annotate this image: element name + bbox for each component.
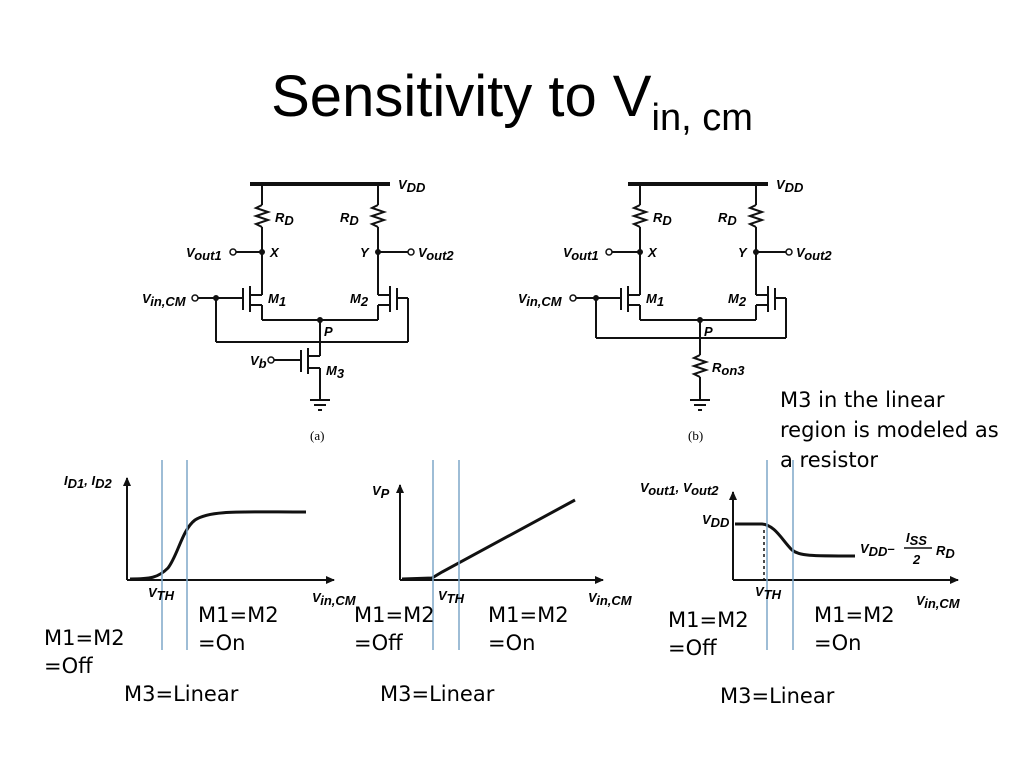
- slide-title: Sensitivity to Vin, cm: [0, 62, 1024, 153]
- m1-label-b: M1: [646, 291, 664, 309]
- transfer-graphs: ID1, ID2 VTH Vin,CM VP VTH Vin,CM Vout1,…: [64, 460, 961, 650]
- m2-label-b: M2: [728, 291, 747, 309]
- title-subscript: in, cm: [651, 97, 753, 139]
- g1-vth-label: VTH: [148, 585, 175, 603]
- vdd-label-a: VDD: [398, 177, 426, 195]
- g1-linear-annotation: M3=Linear: [124, 682, 239, 706]
- rd-label-b-left: RD: [653, 210, 672, 228]
- rd-label-a-left: RD: [275, 210, 294, 228]
- vout2-label-b: Vout2: [796, 245, 832, 263]
- m2-label-a: M2: [350, 291, 369, 309]
- caption-a: (a): [310, 428, 324, 443]
- vin-label-a: Vin,CM: [142, 291, 187, 309]
- g2-linear-annotation: M3=Linear: [380, 682, 495, 706]
- g3-vth-label: VTH: [755, 584, 782, 602]
- g1-xlabel: Vin,CM: [312, 590, 357, 608]
- g2-vth-label: VTH: [438, 588, 465, 606]
- g1-ylabel: ID1, ID2: [64, 473, 112, 491]
- node-y-label-b: Y: [738, 245, 748, 260]
- g2-ylabel: VP: [372, 483, 390, 501]
- g2-xlabel: Vin,CM: [588, 590, 633, 608]
- g3-off-annotation: M1=M2 =Off: [668, 608, 749, 660]
- g3-formula-num: ISS: [906, 530, 927, 548]
- g1-off-annotation: M1=M2 =Off: [44, 626, 125, 678]
- title-main: Sensitivity to V: [271, 64, 652, 129]
- rd-label-b-right: RD: [718, 210, 737, 228]
- node-p-label-b: P: [704, 324, 713, 339]
- g2-on-annotation: M1=M2 =On: [488, 603, 569, 655]
- vin-label-b: Vin,CM: [518, 291, 563, 309]
- g3-linear-annotation: M3=Linear: [720, 684, 835, 708]
- circuit-diagrams: VDD RD RD Vout1 Vout2 X Y Vin,CM M1 M2 P…: [142, 177, 832, 443]
- g3-xlabel: Vin,CM: [916, 593, 961, 611]
- m1-label-a: M1: [268, 291, 286, 309]
- g3-formula-vdd: VDD–: [860, 541, 895, 559]
- vout1-label-b: Vout1: [563, 245, 599, 263]
- vb-label: Vb: [250, 353, 267, 371]
- node-x-label-a: X: [269, 245, 280, 260]
- vout1-label-a: Vout1: [186, 245, 222, 263]
- resistor-model-note: M3 in the linear region is modeled as a …: [780, 388, 999, 472]
- node-p-label-a: P: [324, 324, 333, 339]
- g2-off-annotation: M1=M2 =Off: [354, 603, 435, 655]
- m3-label: M3: [326, 363, 345, 381]
- g1-on-annotation: M1=M2 =On: [198, 603, 279, 655]
- g3-formula-rd: RD: [936, 543, 955, 561]
- ron3-label: Ron3: [712, 360, 745, 378]
- vout2-label-a: Vout2: [418, 245, 454, 263]
- g3-vdd-label: VDD: [702, 512, 730, 530]
- vdd-label-b: VDD: [776, 177, 804, 195]
- caption-b: (b): [688, 428, 703, 443]
- node-y-label-a: Y: [360, 245, 370, 260]
- g3-ylabel: Vout1, Vout2: [640, 480, 719, 498]
- g3-on-annotation: M1=M2 =On: [814, 603, 895, 655]
- rd-label-a-right: RD: [340, 210, 359, 228]
- node-x-label-b: X: [647, 245, 658, 260]
- g3-formula-den: 2: [912, 552, 921, 567]
